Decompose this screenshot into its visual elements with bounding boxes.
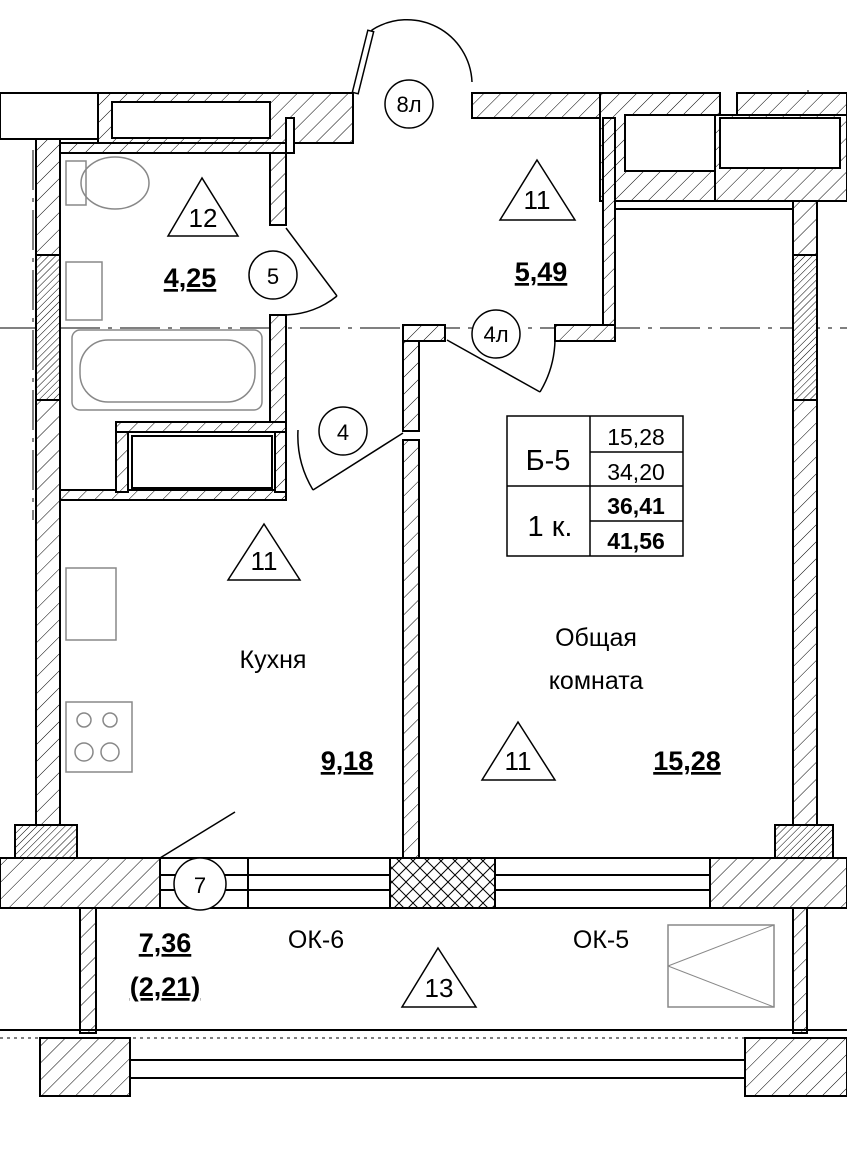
bathroom-area: 4,25 (164, 263, 217, 293)
door-mark-living: 4л (483, 322, 508, 347)
living-room-name-line2: комната (549, 667, 644, 695)
doors (159, 19, 556, 859)
finish-mark-living: 11 (505, 746, 532, 776)
finish-mark-bathroom: 12 (189, 203, 218, 233)
finish-mark-triangles (166, 158, 577, 1008)
apartment-table (506, 415, 684, 557)
window-mark-kitchen: ОК-6 (288, 926, 344, 954)
window-mark-living: ОК-5 (573, 926, 629, 954)
exterior-wall-right (792, 200, 818, 830)
living-room-area: 15,28 (653, 746, 721, 776)
kitchen-name: Кухня (240, 646, 307, 674)
balcony (0, 907, 847, 1097)
door-mark-balcony: 7 (194, 873, 206, 898)
apartment-type-label: Б-5 (526, 445, 571, 477)
table-area-3: 36,41 (607, 493, 665, 519)
door-mark-circles (173, 79, 521, 911)
balcony-area-reduced: (2,21) (130, 972, 201, 1002)
finish-mark-hall: 11 (524, 185, 551, 215)
door-mark-entry: 8л (396, 92, 421, 117)
table-living-area: 15,28 (607, 424, 665, 450)
table-area-4: 41,56 (607, 528, 665, 554)
room-count-label: 1 к. (528, 511, 573, 543)
table-area-2: 34,20 (607, 459, 665, 485)
door-mark-kitchen: 4 (337, 420, 349, 445)
exterior-wall-left (35, 138, 61, 830)
finish-mark-balcony: 13 (425, 973, 454, 1003)
finish-mark-kitchen: 11 (251, 546, 278, 576)
interior-partitions (59, 117, 794, 861)
balcony-area: 7,36 (139, 928, 192, 958)
exterior-wall-bottom (0, 824, 847, 909)
exterior-wall-top (0, 92, 847, 202)
kitchen-area: 9,18 (321, 746, 374, 776)
living-room-name-line1: Общая (555, 624, 637, 652)
fixtures (65, 156, 263, 773)
door-mark-bathroom: 5 (267, 264, 279, 289)
hall-area: 5,49 (515, 257, 568, 287)
